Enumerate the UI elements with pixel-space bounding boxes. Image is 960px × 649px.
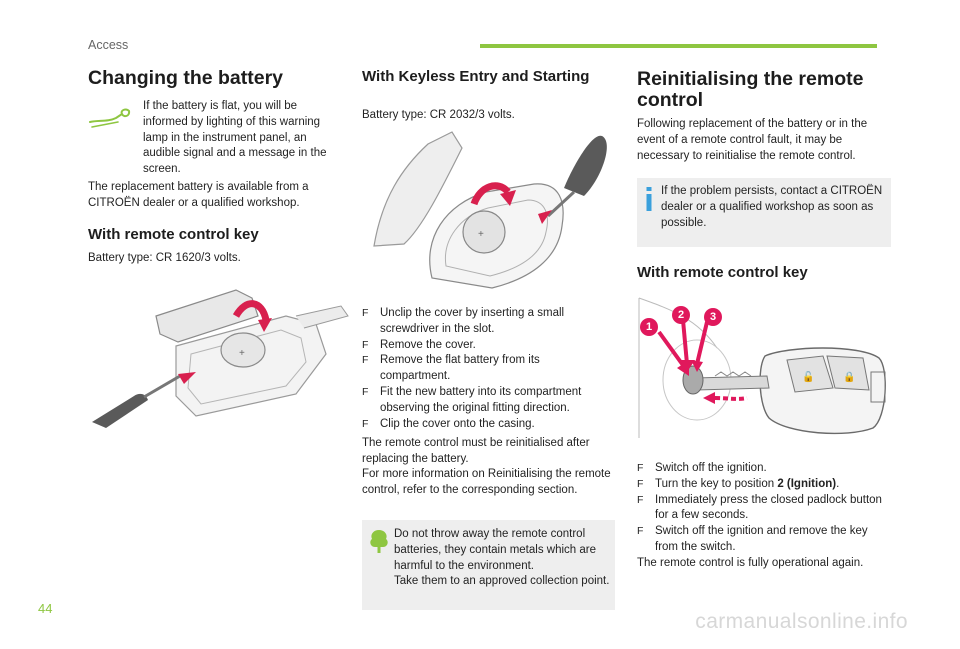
ignition-position-label: 2 (Ignition) <box>777 477 837 490</box>
list-item: Remove the cover. <box>362 338 612 354</box>
section-accent-bar <box>480 44 877 48</box>
ignition-key-illustration: 🔓 🔒 1 2 3 <box>637 288 889 458</box>
page-number: 44 <box>38 601 53 616</box>
reinit-final-text: The remote control is fully operational … <box>637 557 864 569</box>
remote-key-battery-illustration: + <box>86 276 350 440</box>
replacement-battery-text: The replacement battery is available fro… <box>88 181 309 209</box>
marker-2: 2 <box>672 306 690 324</box>
section-label: Access <box>88 38 129 52</box>
list-item: Fit the new battery into its compartment… <box>362 385 612 417</box>
more-info-text: For more information on Reinitialising t… <box>362 468 611 496</box>
info-note-text: If the problem persists, contact a CITRO… <box>661 185 883 229</box>
battery-type-cr2032: Battery type: CR 2032/3 volts. <box>362 109 515 121</box>
remote-key-subtitle: With remote control key <box>88 226 259 243</box>
reinitialising-title: Reinitialising the remote control <box>637 68 864 111</box>
svg-text:+: + <box>239 348 245 359</box>
keyless-entry-title: With Keyless Entry and Starting <box>362 68 590 85</box>
remote-key-reinit-subtitle: With remote control key <box>637 264 808 281</box>
step-prefix: Turn the key to position <box>655 477 778 490</box>
list-item: Immediately press the closed padlock but… <box>637 493 889 525</box>
svg-text:🔒: 🔒 <box>843 371 855 383</box>
env-note-text-2: Take them to an approved collection poin… <box>394 575 610 588</box>
reinitialise-note: The remote control must be reinitialised… <box>362 437 590 465</box>
list-item: Turn the key to position 2 (Ignition). <box>637 477 889 493</box>
tree-icon <box>368 528 390 554</box>
keyless-steps-list: Unclip the cover by inserting a small sc… <box>362 306 612 432</box>
svg-text:+: + <box>478 229 484 240</box>
list-item: Remove the flat battery from its compart… <box>362 353 612 385</box>
list-item: Switch off the ignition. <box>637 461 889 477</box>
list-item: Switch off the ignition and remove the k… <box>637 524 889 556</box>
keyless-key-battery-illustration: + <box>362 128 614 304</box>
environment-note-box: Do not throw away the remote control bat… <box>362 520 615 610</box>
battery-type-cr1620: Battery type: CR 1620/3 volts. <box>88 252 241 264</box>
wrench-warning-icon <box>88 108 132 130</box>
reinitialising-intro: Following replacement of the battery or … <box>637 118 868 162</box>
list-item: Unclip the cover by inserting a small sc… <box>362 306 612 338</box>
svg-text:🔓: 🔓 <box>802 370 814 383</box>
flat-battery-warning-text: If the battery is flat, you will be info… <box>143 100 327 176</box>
step-suffix: . <box>836 477 840 490</box>
watermark: carmanualsonline.info <box>695 610 908 633</box>
info-note-box: If the problem persists, contact a CITRO… <box>637 178 891 247</box>
reinit-steps-list: Switch off the ignition. Turn the key to… <box>637 461 889 556</box>
list-item: Clip the cover onto the casing. <box>362 417 612 433</box>
changing-battery-title: Changing the battery <box>88 67 284 89</box>
marker-1: 1 <box>640 318 658 336</box>
marker-3: 3 <box>704 308 722 326</box>
env-note-text: Do not throw away the remote control bat… <box>394 528 596 572</box>
info-icon <box>646 187 652 211</box>
